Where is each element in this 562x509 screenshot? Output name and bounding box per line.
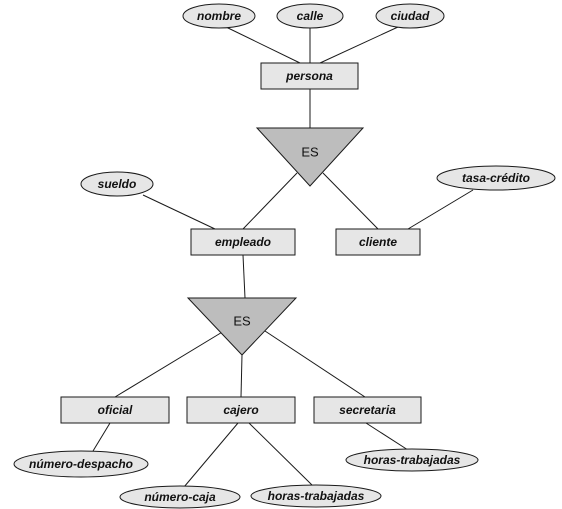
attribute-nombre: nombre: [182, 3, 256, 29]
attribute-tasa-credito-label: tasa-crédito: [462, 171, 530, 185]
attribute-ciudad-label: ciudad: [391, 9, 430, 23]
attribute-ciudad: ciudad: [375, 3, 445, 29]
attribute-horas-trabajadas-cajero: horas-trabajadas: [250, 484, 382, 508]
entity-secretaria: secretaria: [313, 396, 422, 424]
isa-bottom: ES: [186, 297, 298, 356]
edge-nombre-persona: [225, 26, 301, 64]
edge-tasa-credito-cliente: [407, 189, 474, 230]
attribute-horas-trabajadas-secretaria-label: horas-trabajadas: [364, 453, 461, 467]
entity-cliente-label: cliente: [359, 235, 397, 249]
attribute-horas-trabajadas-cajero-label: horas-trabajadas: [268, 489, 365, 503]
attribute-sueldo-label: sueldo: [98, 177, 137, 191]
attribute-numero-caja-label: número-caja: [144, 490, 216, 504]
attribute-horas-trabajadas-secretaria: horas-trabajadas: [345, 448, 479, 472]
attribute-calle-label: calle: [297, 9, 324, 23]
edge-cajero-horas-trabajadas: [248, 422, 313, 486]
edge-isa-bottom-secretaria: [264, 330, 366, 398]
entity-oficial: oficial: [60, 396, 170, 424]
entity-cliente: cliente: [335, 228, 421, 256]
attribute-nombre-label: nombre: [197, 9, 241, 23]
isa-top-label: ES: [301, 145, 319, 160]
entity-oficial-label: oficial: [98, 403, 133, 417]
edge-empleado-isa-bottom: [242, 254, 246, 299]
edge-isa-bottom-cajero: [240, 354, 243, 398]
isa-top: ES: [255, 127, 365, 187]
attribute-numero-caja: número-caja: [119, 485, 241, 509]
entity-empleado-label: empleado: [215, 235, 271, 249]
entity-persona-label: persona: [285, 69, 333, 83]
entity-persona: persona: [260, 62, 359, 90]
connector-lines: [92, 26, 474, 488]
edge-cajero-numero-caja: [183, 422, 239, 488]
entity-cajero: cajero: [186, 396, 296, 424]
attribute-tasa-credito: tasa-crédito: [436, 165, 556, 191]
edge-sueldo-empleado: [142, 194, 216, 230]
entity-cajero-label: cajero: [223, 403, 258, 417]
entity-empleado: empleado: [190, 228, 296, 256]
entity-secretaria-label: secretaria: [339, 403, 396, 417]
attribute-sueldo: sueldo: [80, 171, 154, 197]
isa-bottom-label: ES: [233, 314, 251, 329]
attribute-numero-despacho: número-despacho: [13, 450, 149, 478]
edge-oficial-numero-despacho: [92, 422, 111, 452]
edge-isa-top-empleado: [242, 172, 298, 230]
attribute-numero-despacho-label: número-despacho: [29, 457, 133, 471]
edge-isa-bottom-oficial: [114, 330, 225, 398]
edge-secretaria-horas-trabajadas: [365, 422, 409, 451]
edge-isa-top-cliente: [322, 172, 379, 230]
attribute-calle: calle: [276, 3, 344, 29]
edge-ciudad-persona: [319, 26, 399, 64]
